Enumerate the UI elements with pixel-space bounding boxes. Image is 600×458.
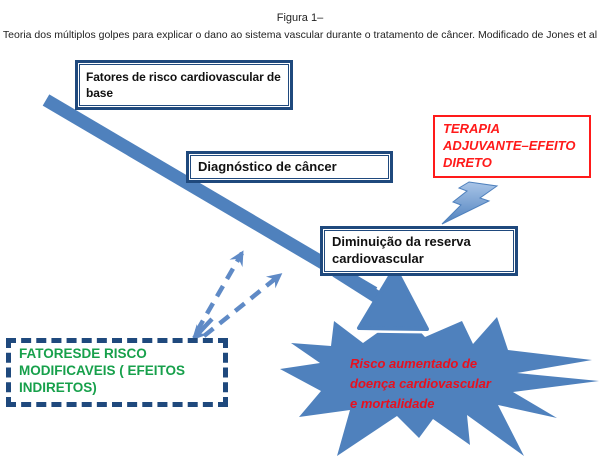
box-modifiable-factors: FATORESDE RISCO MODIFICAVEIS ( EFEITOS I… — [6, 338, 228, 407]
box-baseline-risk-label: Fatores de risco cardiovascular de base — [79, 64, 289, 107]
dashed-arrow-down-to-box — [191, 317, 214, 341]
box-cancer-diagnosis: Diagnóstico de câncer — [186, 151, 393, 183]
box-reduced-reserve: Diminuição da reserva cardiovascular — [320, 226, 518, 276]
box-reduced-reserve-label: Diminuição da reserva cardiovascular — [324, 230, 514, 272]
diagonal-arrow-shaft — [42, 94, 378, 299]
figure-caption: Teoria dos múltiplos golpes para explica… — [2, 29, 598, 41]
starburst-shape — [280, 314, 599, 456]
starburst-label: Risco aumentado de doença cardiovascular… — [350, 356, 491, 412]
dashed-arrow-upright — [202, 273, 283, 338]
box-baseline-risk: Fatores de risco cardiovascular de base — [75, 60, 293, 111]
box-cancer-diagnosis-label: Diagnóstico de câncer — [190, 155, 389, 179]
diagonal-arrowhead — [357, 266, 429, 331]
dashed-feedback-arrows — [191, 250, 283, 341]
figure-title: Figura 1– — [276, 12, 324, 24]
box-adjuvant-therapy: TERAPIA ADJUVANTE–EFEITO DIRETO — [433, 115, 591, 178]
dashed-arrow-up — [195, 250, 244, 333]
lightning-icon — [441, 181, 499, 225]
